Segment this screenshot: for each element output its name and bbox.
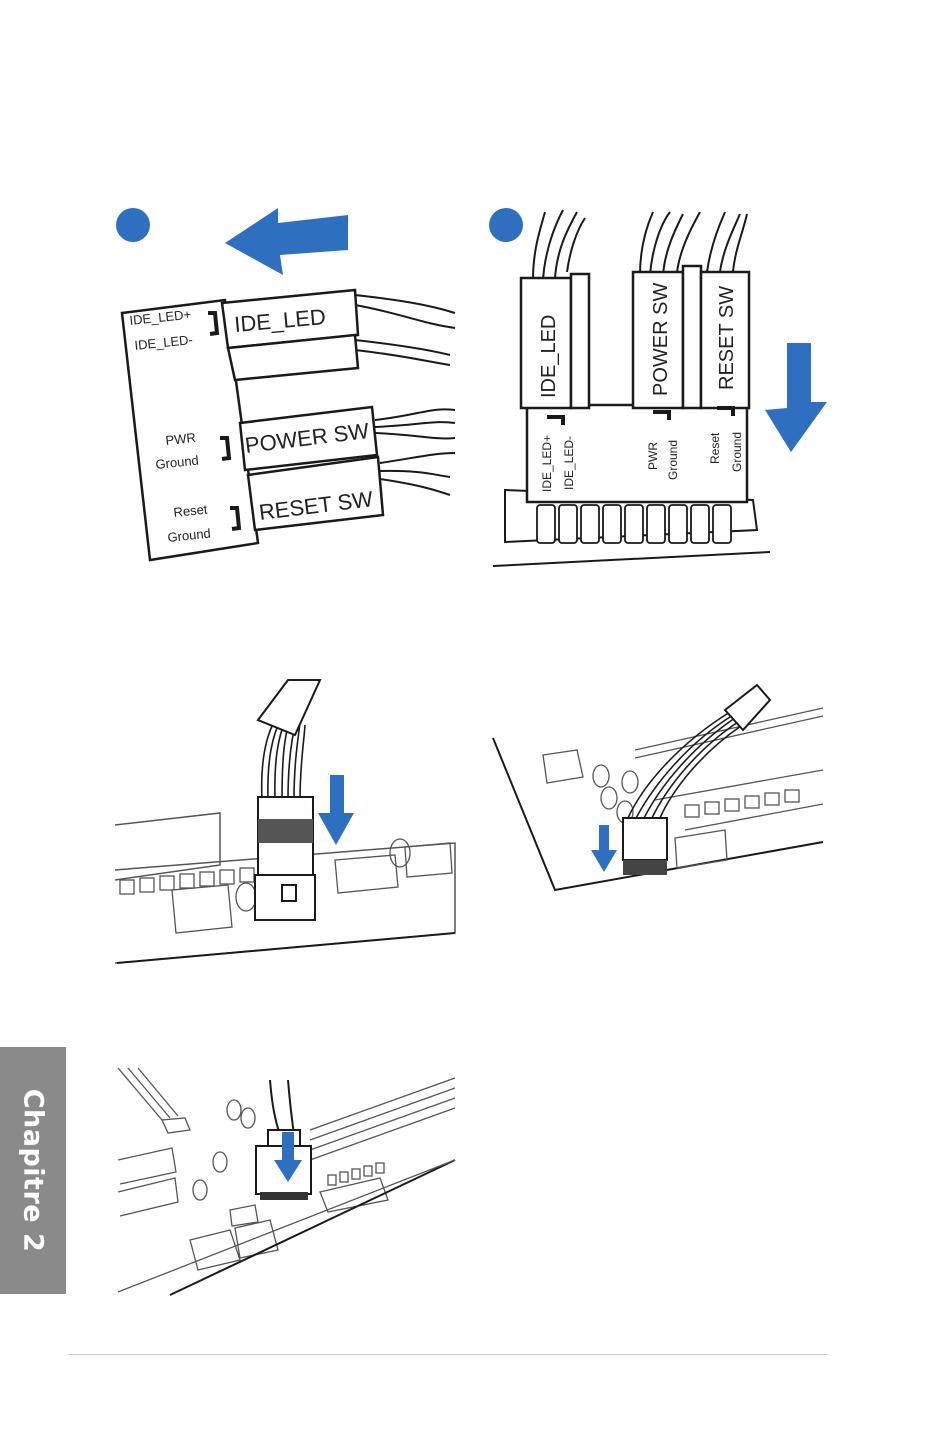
figure-connector-assembly: IDE_LED+ IDE_LED- PWR Ground Reset Groun… xyxy=(100,195,460,575)
step-1-marker xyxy=(116,208,150,242)
label-reset: Reset xyxy=(708,432,722,464)
label-pwr: PWR xyxy=(646,442,660,470)
figure-usb-header-angle xyxy=(485,680,835,910)
label-ide-led-pos: IDE_LED+ xyxy=(540,435,554,492)
connector-power-sw: POWER SW xyxy=(650,283,672,396)
figure-usb-header-install xyxy=(110,675,460,970)
connector-reset-sw: RESET SW xyxy=(716,286,738,390)
chapter-tab: Chapitre 2 xyxy=(0,1047,66,1294)
footer-divider xyxy=(68,1354,828,1355)
arrow-down-icon xyxy=(591,825,617,872)
step-2-marker xyxy=(489,208,523,242)
arrow-down-icon xyxy=(765,343,827,452)
label-pwr: PWR xyxy=(165,430,197,448)
figure-connector-install: IDE_LED POWER SW RESET SW IDE_LED+ IDE_L… xyxy=(485,200,835,580)
label-ground-pwr: Ground xyxy=(666,440,680,480)
connector-ide-led: IDE_LED xyxy=(538,315,560,398)
label-ide-led-neg: IDE_LED- xyxy=(562,436,576,490)
figure-usb3-header-install xyxy=(110,1060,460,1300)
chapter-tab-label: Chapitre 2 xyxy=(18,1089,49,1253)
label-ground-reset: Ground xyxy=(730,432,744,472)
arrow-left-icon xyxy=(225,208,348,275)
arrow-down-icon xyxy=(318,775,354,845)
